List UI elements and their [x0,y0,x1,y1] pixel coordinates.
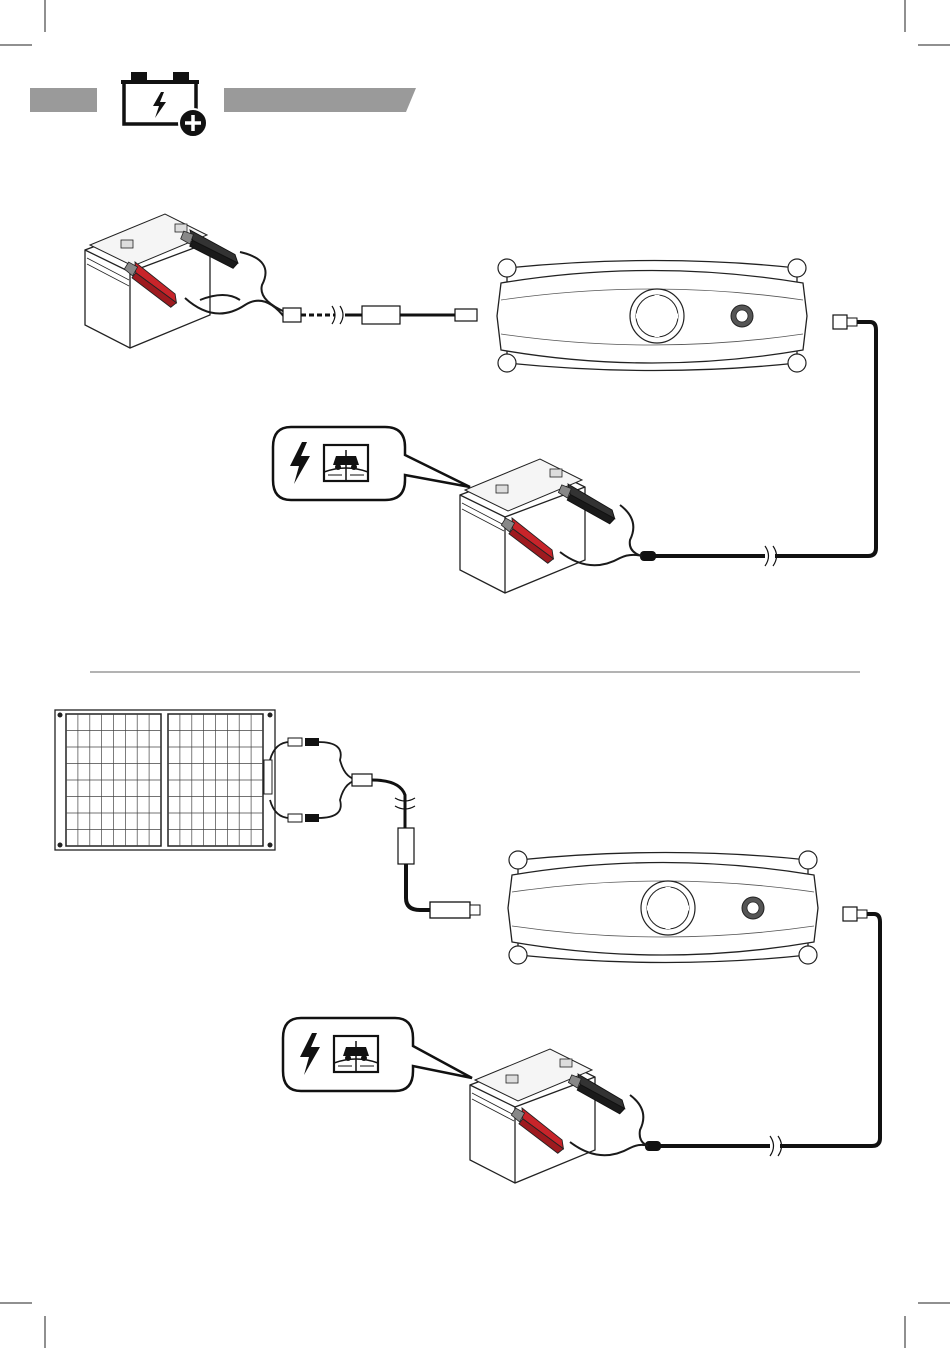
jump-starter-1 [497,259,807,372]
callout-2 [283,1018,472,1091]
diagram-2 [55,710,880,1183]
solar-main-cable [372,780,405,828]
source-connector [283,306,477,324]
output-connector-2 [843,907,867,921]
callout-1 [273,427,470,500]
header-left-bar [30,88,97,112]
inline-module [398,828,414,864]
vehicle-manual-icon [334,1036,378,1072]
solar-connectors [288,738,372,822]
header-right-bar [224,88,416,112]
battery-charge-icon [121,72,207,137]
vehicle-manual-icon [324,445,368,481]
diagram-1 [85,214,876,593]
solar-cable [270,742,360,818]
output-connector-1 [833,315,857,329]
header [30,72,416,137]
usb-c-plug [430,902,470,918]
jump-starter-2 [508,851,818,964]
solar-panel [55,710,275,850]
